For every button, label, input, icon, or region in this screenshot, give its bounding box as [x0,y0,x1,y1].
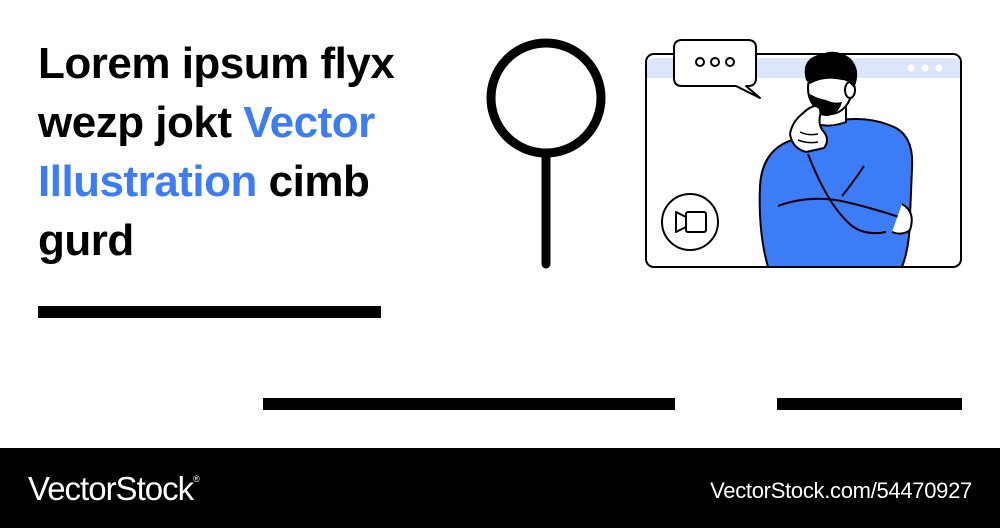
brand-name: VectorStock [28,470,194,507]
stock-image-id: VectorStock.com/54470927 [710,478,972,503]
footer-bar: VectorStock® VectorStock.com/54470927 [0,448,1000,528]
headline-text-start: Lorem ipsum flyx wezp jokt [38,39,395,147]
vectorstock-logo: VectorStock® [28,470,200,508]
decorative-line-3 [777,398,962,410]
speech-bubble-icon [673,39,761,99]
video-camera-icon [661,193,719,251]
video-call-illustration [645,39,962,268]
decorative-line-2 [263,398,675,410]
registered-mark: ® [193,474,200,484]
decorative-line-1 [38,306,381,318]
headline: Lorem ipsum flyx wezp jokt Vector Illust… [38,34,458,270]
magnifier-icon [486,38,606,269]
thinking-man-figure [758,51,914,268]
headline-accent-text: Vector Illustration [38,98,375,206]
headline-text-end: cimb gurd [38,157,370,265]
